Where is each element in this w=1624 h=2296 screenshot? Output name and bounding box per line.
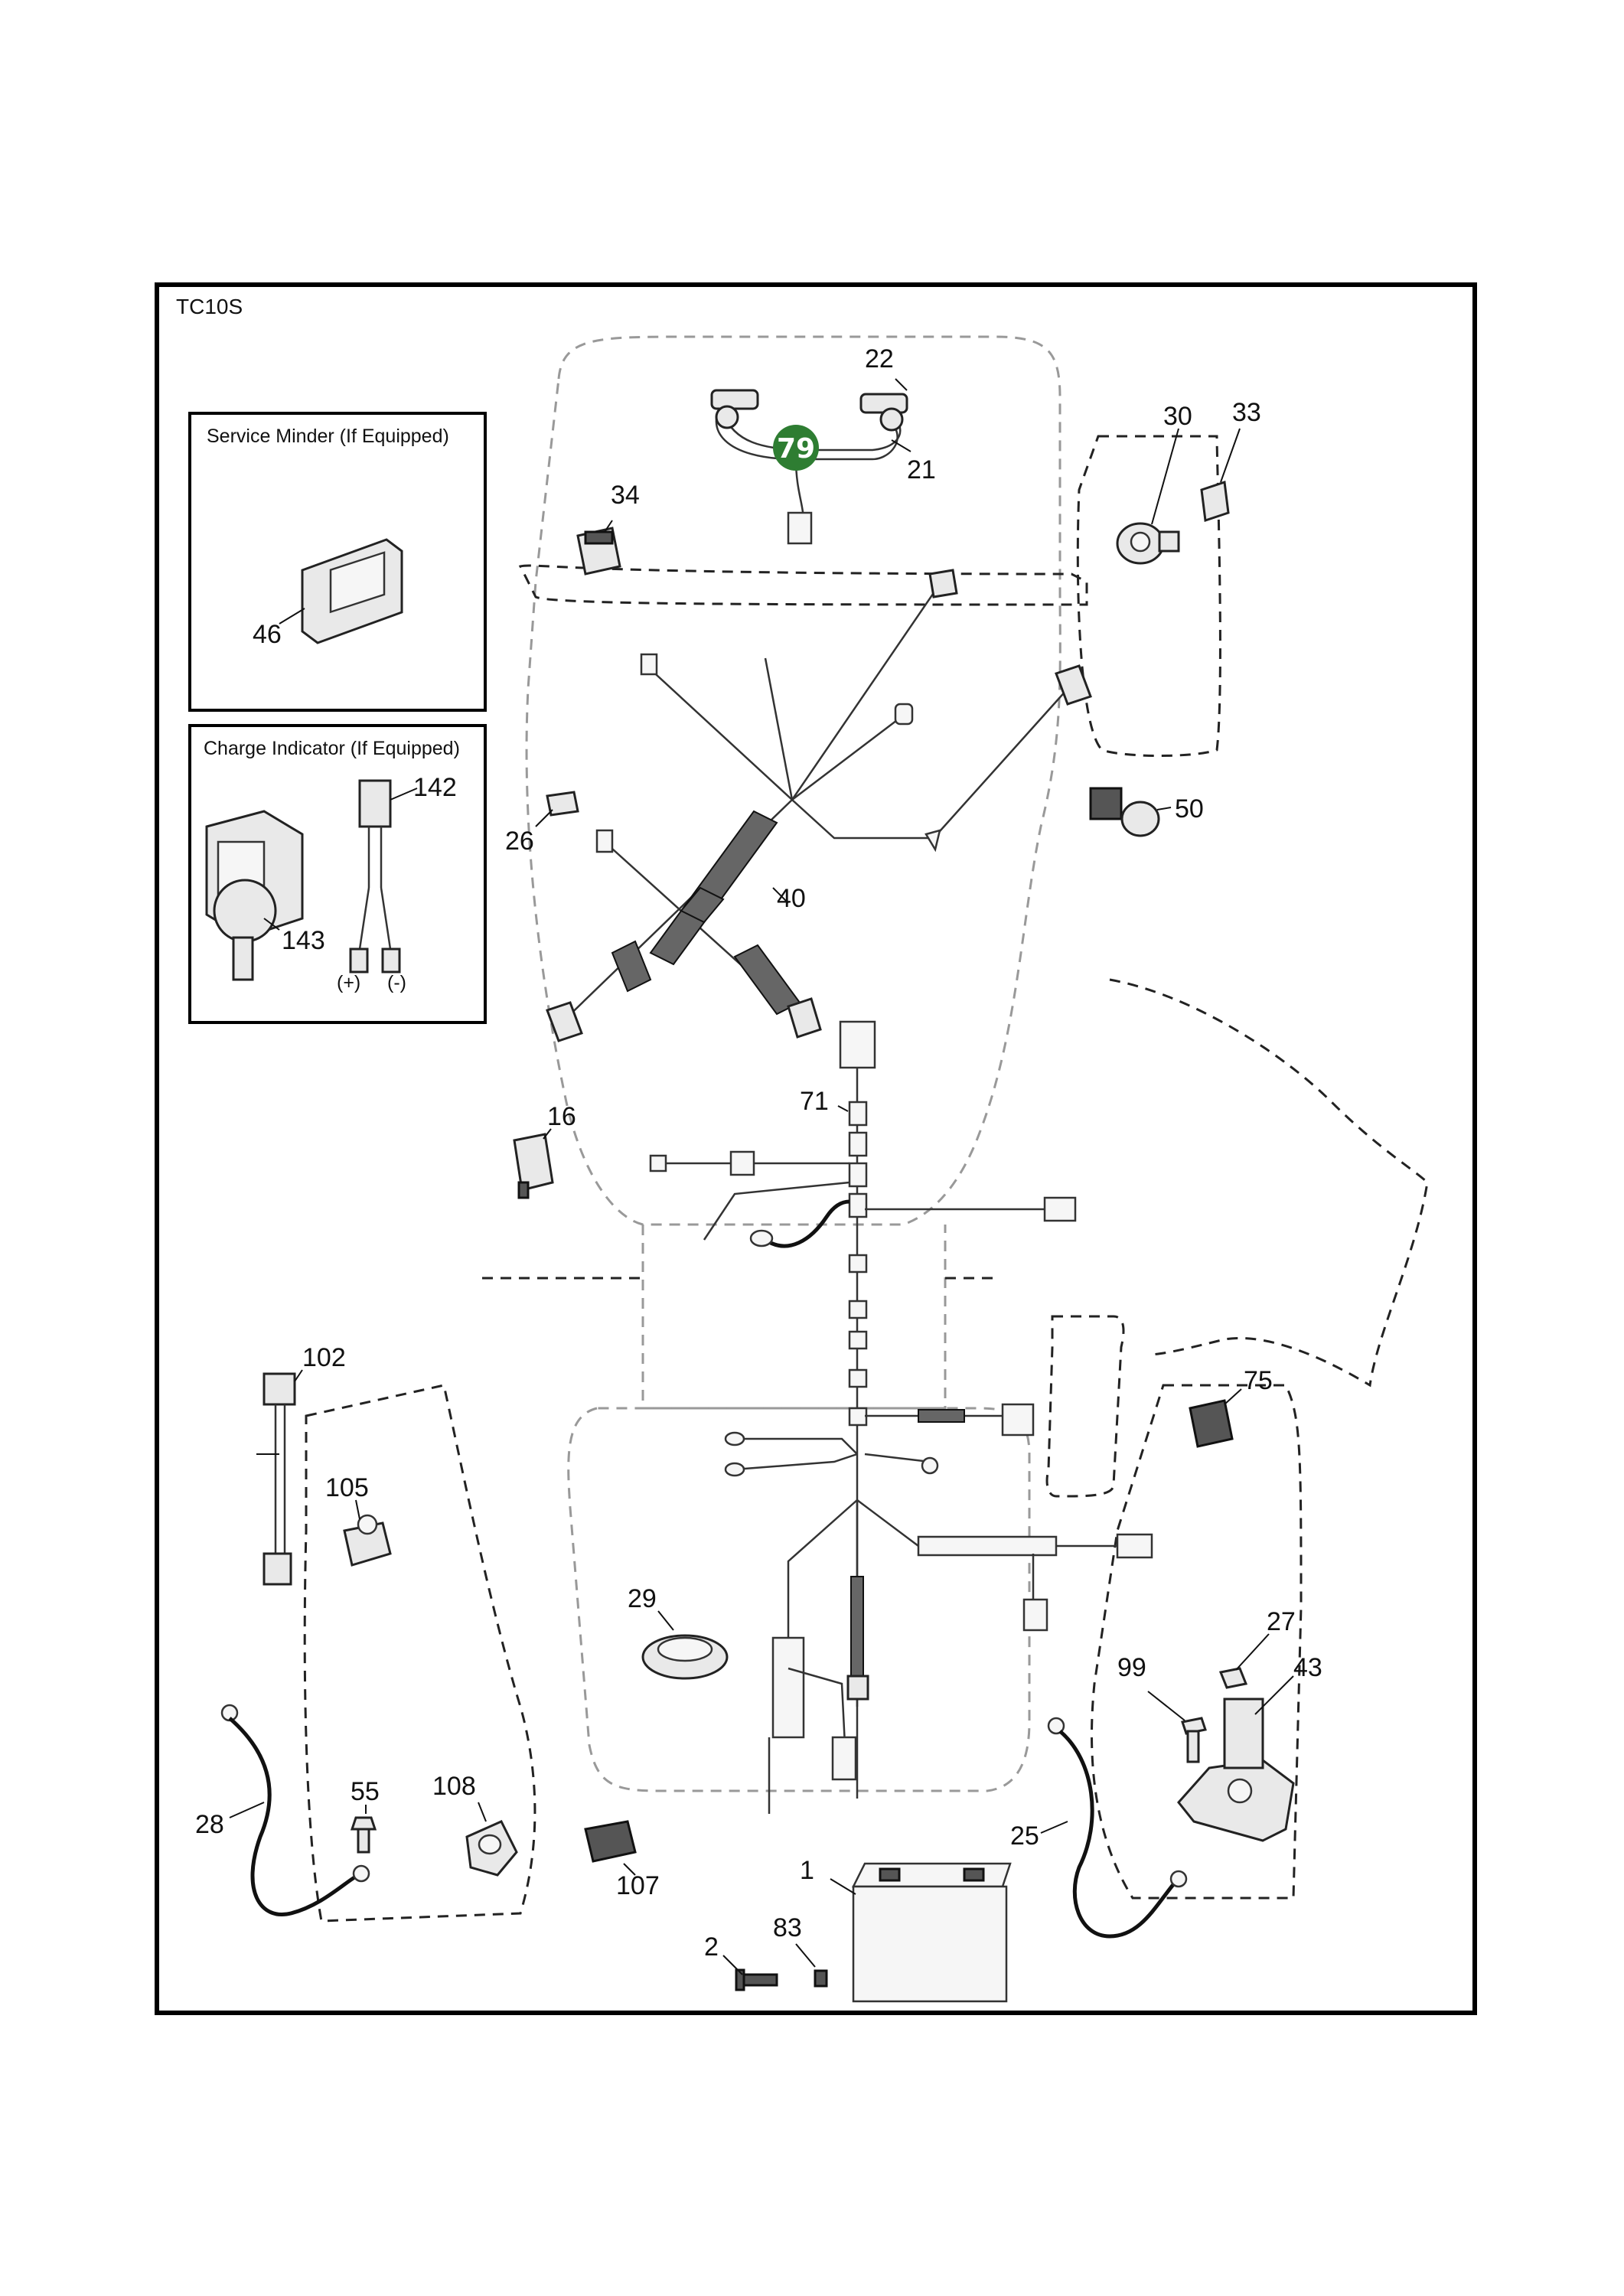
- headlight-bulb-left[interactable]: [710, 389, 759, 429]
- module-107[interactable]: [584, 1820, 637, 1863]
- callout-105[interactable]: 105: [325, 1473, 369, 1502]
- harness-loom-40[interactable]: [546, 810, 822, 1042]
- service-minder-unit[interactable]: [301, 538, 403, 644]
- dash-panel-outline: [518, 564, 1088, 606]
- callout-33[interactable]: 33: [1232, 398, 1261, 427]
- callout-40[interactable]: 40: [777, 884, 806, 913]
- switch-75[interactable]: [1189, 1399, 1234, 1448]
- bolt-99[interactable]: [1181, 1717, 1207, 1763]
- battery-1[interactable]: [851, 1862, 1012, 2003]
- connector-26[interactable]: [546, 791, 579, 817]
- callout-108[interactable]: 108: [432, 1772, 476, 1801]
- highlight-marker-79[interactable]: 79: [773, 425, 819, 471]
- nut-83[interactable]: [814, 1969, 828, 1988]
- keyswitch-area-outline: [1076, 435, 1221, 757]
- inset-charge-indicator: Charge Indicator (If Equipped) 143 (+) (…: [188, 724, 487, 1024]
- relay-16[interactable]: [513, 1133, 554, 1199]
- callout-34[interactable]: 34: [611, 481, 640, 510]
- rear-harness[interactable]: [724, 1431, 1153, 1814]
- hood-outline: [525, 335, 1061, 1226]
- ground-cable-28[interactable]: [220, 1704, 370, 1916]
- main-harness-center[interactable]: [649, 1020, 1077, 1799]
- callout-102[interactable]: 102: [302, 1343, 346, 1372]
- callout-71[interactable]: 71: [800, 1087, 829, 1116]
- headlight-harness[interactable]: [715, 401, 902, 545]
- callout-21[interactable]: 21: [907, 455, 936, 484]
- diagram-frame: [155, 282, 1477, 2015]
- callout-99[interactable]: 99: [1117, 1653, 1146, 1682]
- callout-83[interactable]: 83: [773, 1913, 802, 1942]
- battery-cable-25[interactable]: [1047, 1717, 1188, 1939]
- callout-75[interactable]: 75: [1244, 1366, 1273, 1395]
- solenoid-105[interactable]: [343, 1514, 392, 1567]
- callout-107[interactable]: 107: [616, 1871, 660, 1900]
- inset-service-minder: Service Minder (If Equipped) 46: [188, 412, 487, 712]
- callout-30[interactable]: 30: [1163, 402, 1192, 431]
- pto-switch-50[interactable]: [1089, 787, 1160, 837]
- frame-side-outline: [1109, 978, 1429, 1388]
- nut-27[interactable]: [1218, 1667, 1248, 1689]
- relay-33[interactable]: [1200, 480, 1230, 523]
- callout-29[interactable]: 29: [628, 1584, 657, 1613]
- callout-43[interactable]: 43: [1293, 1653, 1322, 1682]
- inset-service-minder-title: Service Minder (If Equipped): [207, 426, 449, 447]
- polarity-minus-label: (-): [387, 972, 406, 993]
- callout-2[interactable]: 2: [704, 1932, 719, 1962]
- seat-area-outline: [641, 1225, 947, 1410]
- highlight-label-79: 79: [777, 433, 815, 465]
- callout-27[interactable]: 27: [1267, 1607, 1296, 1636]
- headlight-bulb-right[interactable]: [859, 393, 908, 432]
- speaker-29[interactable]: [641, 1634, 729, 1680]
- callout-28[interactable]: 28: [195, 1810, 224, 1839]
- inset-charge-indicator-title: Charge Indicator (If Equipped): [204, 738, 460, 759]
- harness-102[interactable]: [256, 1372, 296, 1586]
- harness-branch-right[interactable]: [865, 1403, 1035, 1437]
- seat-switch-loop: [1045, 1315, 1125, 1498]
- model-label: TC10S: [176, 295, 243, 318]
- key-switch-30[interactable]: [1116, 522, 1180, 565]
- starter-solenoid-43[interactable]: [1177, 1698, 1295, 1842]
- charge-indicator-gauge[interactable]: [205, 810, 304, 981]
- callout-16[interactable]: 16: [547, 1102, 576, 1131]
- left-rear-outline: [303, 1384, 536, 1923]
- charge-indicator-harness[interactable]: [349, 779, 401, 974]
- polarity-plus-label: (+): [337, 972, 360, 993]
- callout-55[interactable]: 55: [351, 1777, 380, 1806]
- rear-area-outline: [567, 1407, 1031, 1792]
- callout-143[interactable]: 143: [282, 926, 325, 955]
- right-rear-outline: [1091, 1384, 1303, 1900]
- callout-22[interactable]: 22: [865, 344, 894, 373]
- bolt-55[interactable]: [350, 1816, 377, 1854]
- switch-34[interactable]: [576, 527, 621, 576]
- callout-25[interactable]: 25: [1010, 1821, 1039, 1851]
- callout-26[interactable]: 26: [505, 827, 534, 856]
- callout-1[interactable]: 1: [800, 1856, 814, 1885]
- callout-50[interactable]: 50: [1175, 794, 1204, 823]
- callout-46[interactable]: 46: [253, 620, 282, 649]
- bolt-2[interactable]: [735, 1968, 778, 1991]
- solenoid-108[interactable]: [465, 1820, 518, 1877]
- callout-142[interactable]: 142: [413, 773, 457, 802]
